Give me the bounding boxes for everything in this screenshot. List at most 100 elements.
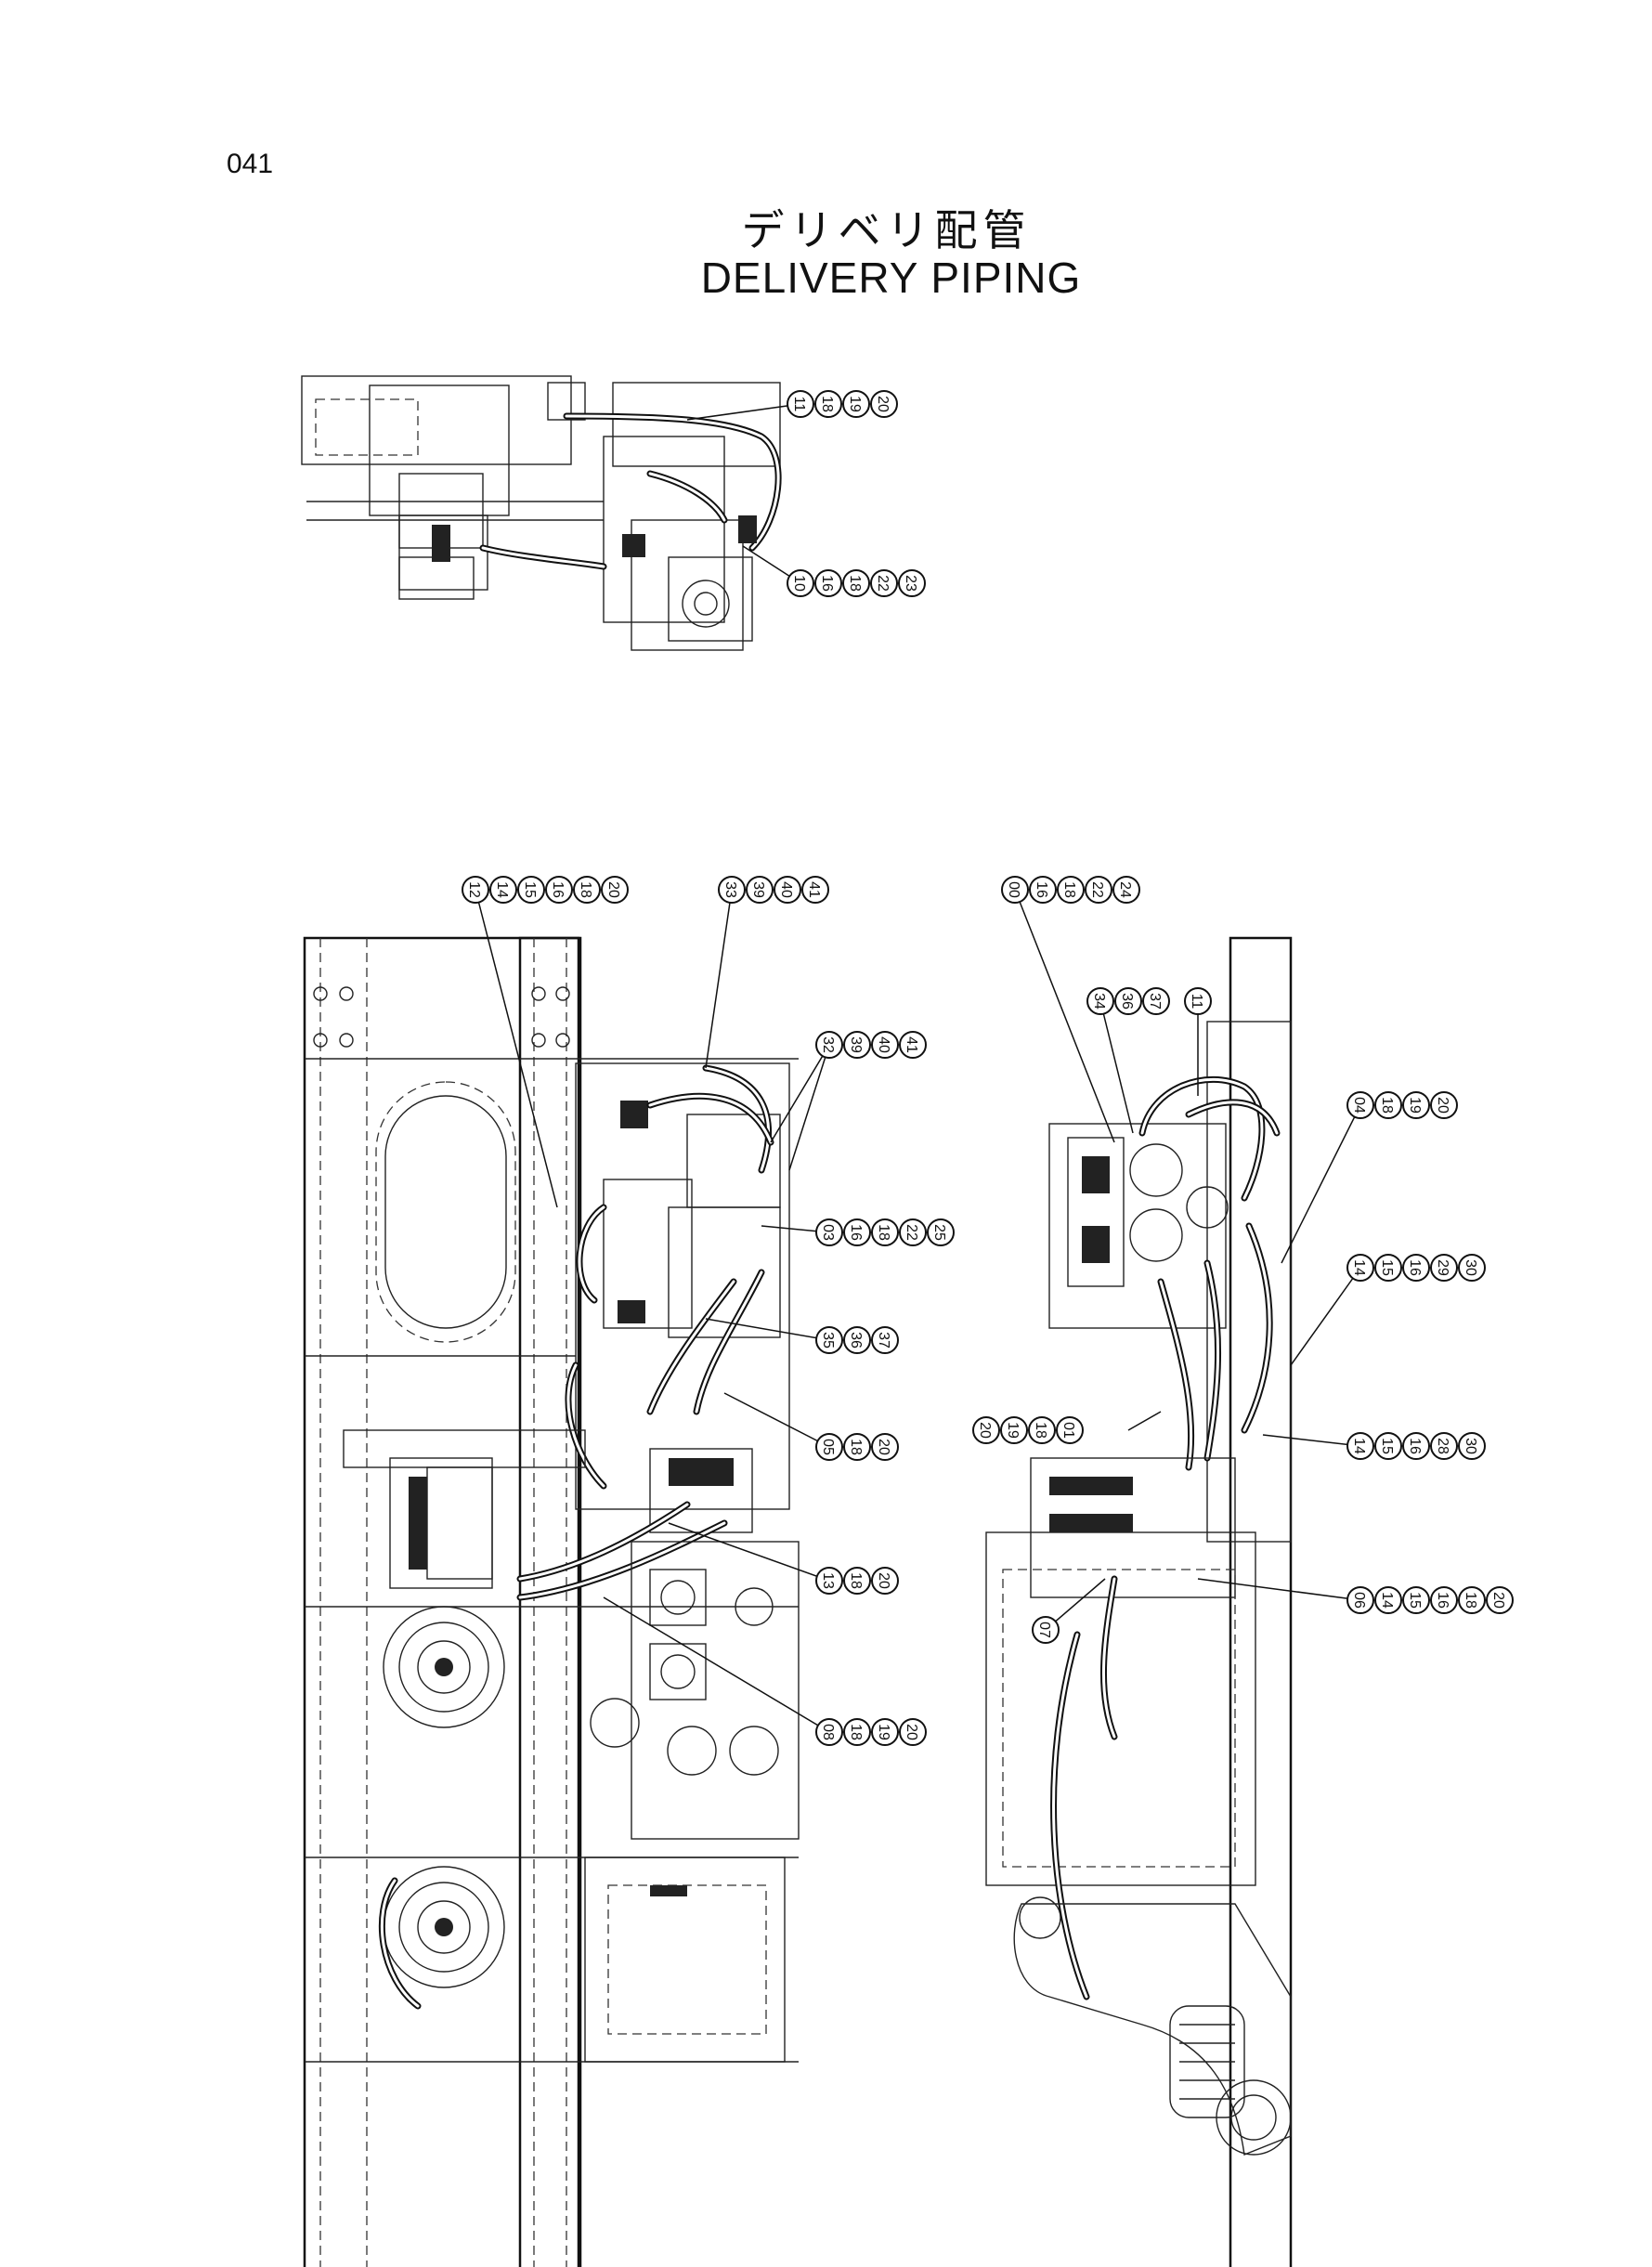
- callout-label: 30: [1463, 1259, 1478, 1276]
- callout-label: 39: [848, 1036, 864, 1053]
- page-number: 041: [227, 149, 274, 179]
- callout-circle: [871, 1567, 899, 1595]
- callout-group-left-6: 05 18 20: [815, 1433, 899, 1461]
- callout-label: 16: [1407, 1438, 1423, 1454]
- callout-label: 05: [820, 1439, 836, 1455]
- callout-label: 40: [876, 1036, 891, 1053]
- callout-group-right-2: 34 36 37: [1086, 987, 1170, 1015]
- callout-label: 15: [1379, 1259, 1395, 1276]
- callout-label: 15: [1407, 1592, 1423, 1609]
- callout-label: 18: [847, 575, 863, 592]
- callout-label: 41: [904, 1036, 919, 1053]
- callout-group-left-3: 32 39 40 41: [815, 1031, 927, 1059]
- callout-label: 20: [1490, 1592, 1506, 1609]
- callout-label: 18: [1033, 1422, 1048, 1439]
- callout-circle: [1142, 987, 1170, 1015]
- callout-circle: [871, 1326, 899, 1354]
- callout-label: 35: [820, 1332, 836, 1348]
- callout-label: 18: [819, 396, 835, 412]
- callout-circle: [601, 876, 629, 904]
- callout-label: 14: [1379, 1592, 1395, 1609]
- callout-label: 33: [722, 881, 738, 898]
- callout-label: 18: [848, 1439, 864, 1455]
- callout-circle: [1486, 1586, 1514, 1614]
- callout-label: 20: [977, 1422, 993, 1439]
- callout-label: 16: [819, 575, 835, 592]
- callout-circle: [1430, 1091, 1458, 1119]
- callout-label: 24: [1117, 881, 1133, 898]
- callout-label: 22: [875, 575, 891, 592]
- callout-circle: [898, 569, 926, 597]
- callout-circle: [899, 1031, 927, 1059]
- callout-label: 10: [791, 575, 807, 592]
- top-view-assembly: [301, 375, 782, 651]
- callout-label: 37: [1147, 993, 1163, 1010]
- callout-label: 36: [848, 1332, 864, 1348]
- callout-label: 23: [903, 575, 918, 592]
- callout-circle: [871, 1433, 899, 1461]
- callout-circle: [1458, 1254, 1486, 1282]
- callout-label: 29: [1435, 1259, 1450, 1276]
- callout-label: 11: [1189, 994, 1204, 1010]
- callout-label: 40: [778, 881, 794, 898]
- callout-circle: [801, 876, 829, 904]
- callout-label: 20: [904, 1724, 919, 1740]
- callout-label: 22: [904, 1224, 919, 1241]
- callout-label: 20: [876, 1572, 891, 1589]
- left-plan-view-assembly: [303, 936, 800, 2267]
- callout-label: 18: [1061, 881, 1077, 898]
- callout-label: 15: [522, 881, 538, 898]
- callout-circle: [1458, 1432, 1486, 1460]
- callout-circle: [1184, 987, 1212, 1015]
- callout-group-right-3: 11: [1184, 987, 1212, 1015]
- callout-circle: [870, 390, 898, 418]
- callout-label: 36: [1119, 993, 1135, 1010]
- callout-label: 08: [820, 1724, 836, 1740]
- callout-label: 19: [1407, 1097, 1423, 1114]
- right-side-view-assembly: [985, 936, 1293, 2267]
- callout-circle: [927, 1218, 955, 1246]
- title-english: DELIVERY PIPING: [700, 254, 1082, 302]
- callout-label: 14: [1351, 1438, 1367, 1454]
- callout-label: 19: [847, 396, 863, 412]
- callout-label: 30: [1463, 1438, 1478, 1454]
- callout-label: 19: [876, 1724, 891, 1740]
- callout-label: 15: [1379, 1438, 1395, 1454]
- callout-label: 20: [875, 396, 891, 412]
- callout-label: 18: [876, 1224, 891, 1241]
- callout-group-top-b: 10 16 18 22 23: [787, 569, 926, 597]
- callout-group-left-8: 08 18 19 20: [815, 1718, 927, 1746]
- callout-label: 00: [1006, 881, 1021, 898]
- callout-label: 20: [1435, 1097, 1450, 1114]
- callout-group-right-9: 07: [1032, 1616, 1060, 1644]
- callout-label: 19: [1005, 1422, 1021, 1439]
- callout-label: 07: [1036, 1622, 1052, 1638]
- callout-label: 06: [1351, 1592, 1367, 1609]
- callout-label: 16: [1435, 1592, 1450, 1609]
- title-japanese: デリベリ配管: [741, 205, 1032, 255]
- callout-label: 20: [605, 881, 621, 898]
- callout-label: 18: [1379, 1097, 1395, 1114]
- callout-label: 22: [1089, 881, 1105, 898]
- callout-group-right-7: 14 15 16 28 30: [1346, 1432, 1486, 1460]
- callout-label: 18: [848, 1724, 864, 1740]
- callout-label: 16: [1407, 1259, 1423, 1276]
- callout-circle: [1032, 1616, 1060, 1644]
- callout-label: 39: [750, 881, 766, 898]
- callout-label: 37: [876, 1332, 891, 1348]
- callout-circle: [899, 1718, 927, 1746]
- callout-label: 20: [876, 1439, 891, 1455]
- callout-label: 32: [820, 1036, 836, 1053]
- callout-label: 28: [1435, 1438, 1450, 1454]
- callout-label: 13: [820, 1572, 836, 1589]
- callout-label: 25: [931, 1224, 947, 1241]
- callout-label: 34: [1091, 993, 1107, 1010]
- callout-label: 18: [578, 881, 593, 898]
